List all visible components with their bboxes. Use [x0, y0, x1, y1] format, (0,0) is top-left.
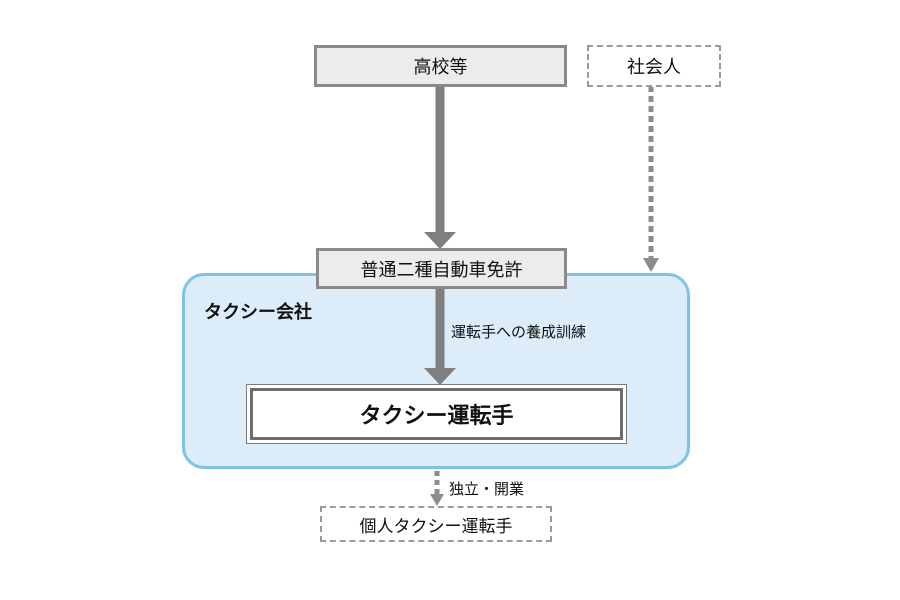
taxi-company-label: タクシー会社: [204, 302, 312, 323]
arrow-adult-to-company: [643, 86, 659, 272]
arrow-license-to-driver: [424, 286, 456, 385]
taxi-driver-label: タクシー運転手: [250, 388, 623, 440]
edge-label-training: 運転手への養成訓練: [451, 323, 587, 341]
arrow-highschool-to-license: [424, 85, 456, 249]
node-working-adult: 社会人: [587, 45, 721, 87]
node-taxi-driver: タクシー運転手: [246, 384, 627, 444]
node-high-school: 高校等: [314, 45, 567, 87]
edge-label-independence: 独立・開業: [449, 480, 525, 498]
node-private-taxi-driver: 個人タクシー運転手: [320, 506, 552, 542]
node-license: 普通二種自動車免許: [316, 248, 567, 289]
arrow-driver-to-private: [430, 471, 444, 506]
